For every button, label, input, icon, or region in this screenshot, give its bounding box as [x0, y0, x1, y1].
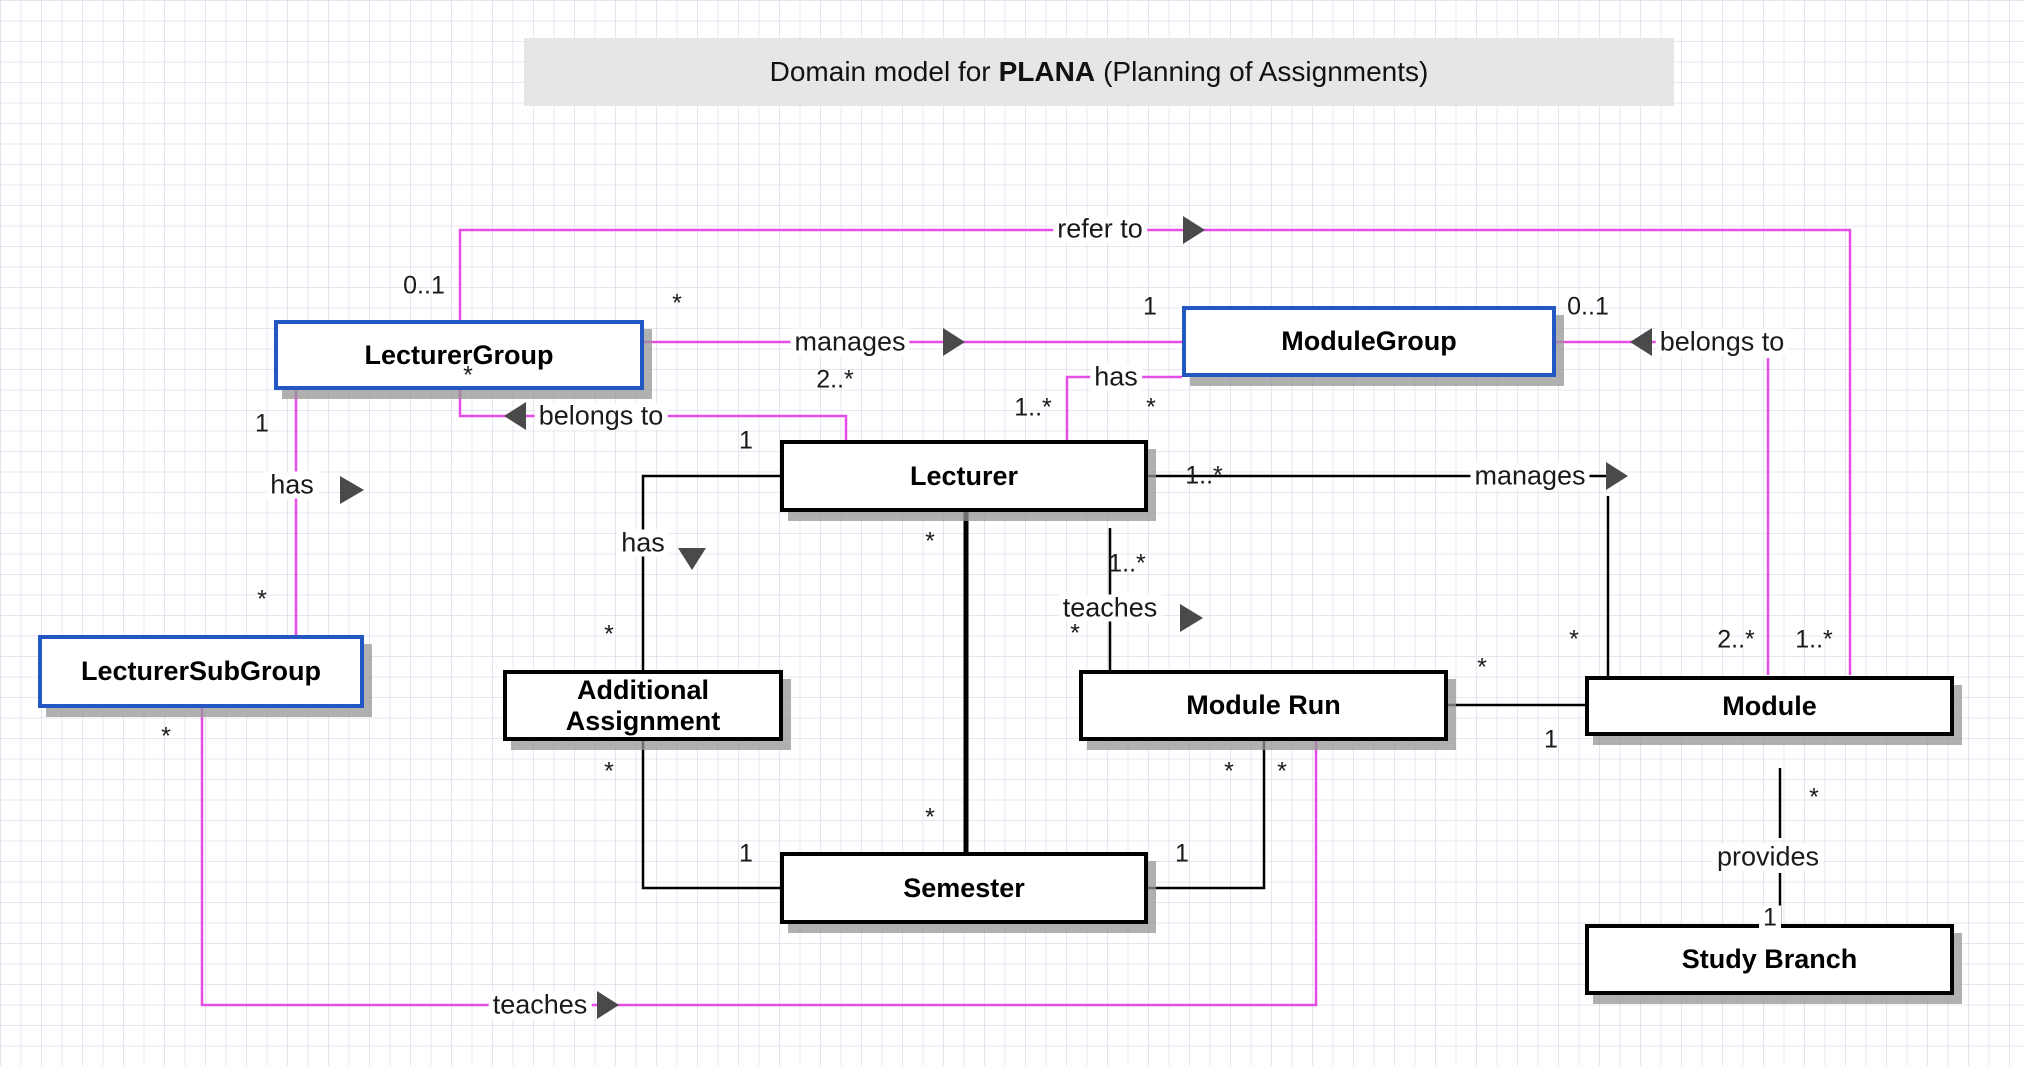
mult-sem-mr-1: 1 — [1175, 839, 1189, 868]
mult-add-star-bottom: * — [604, 757, 614, 786]
mult-belongs-lg-2: 2..* — [816, 365, 854, 394]
belongs-to-module-group-arrow-icon — [1630, 328, 1652, 356]
mult-module-manages-star: * — [1569, 625, 1579, 654]
mult-sub-star-bottom: * — [161, 722, 171, 751]
class-module[interactable]: Module — [1585, 676, 1954, 736]
mult-lec-teaches-1n: 1..* — [1108, 549, 1146, 578]
mult-manages-mg: 1 — [1143, 292, 1157, 321]
class-study-branch[interactable]: Study Branch — [1585, 924, 1954, 995]
label-provides: provides — [1712, 843, 1824, 871]
class-lecturer[interactable]: Lecturer — [780, 440, 1148, 512]
mult-add-sem-1: 1 — [739, 839, 753, 868]
mult-lg-star: * — [463, 361, 473, 390]
mult-mr-module-1: 1 — [1544, 725, 1558, 754]
has-subgroup-arrow-icon — [340, 476, 364, 504]
mult-belongs-mg: 0..1 — [1567, 292, 1609, 321]
mult-refer-to-lg: 0..1 — [403, 271, 445, 300]
mult-sem-star: * — [925, 803, 935, 832]
label-has-module-group: has — [1090, 363, 1142, 391]
class-lecturer-group[interactable]: LecturerGroup — [274, 320, 644, 390]
mult-mr-star-b: * — [1277, 757, 1287, 786]
label-has-additional: has — [617, 529, 669, 557]
refer-to-line — [458, 228, 1852, 675]
mult-has-mg-star: * — [1146, 393, 1156, 422]
label-refer-to: refer to — [1053, 215, 1147, 243]
refer-to-arrow-icon — [1183, 216, 1205, 244]
class-module-run[interactable]: Module Run — [1079, 670, 1448, 741]
has-additional-line — [641, 474, 780, 670]
mult-has-mg-1n: 1..* — [1014, 393, 1052, 422]
additional-semester-line — [641, 740, 780, 890]
manages-module-arrow-icon — [1606, 462, 1628, 490]
class-semester[interactable]: Semester — [780, 852, 1148, 924]
label-manages-group: manages — [790, 328, 910, 356]
class-additional-assignment[interactable]: Additional Assignment — [503, 670, 783, 741]
class-lecturer-sub-group[interactable]: LecturerSubGroup — [38, 635, 364, 708]
mult-module-1n: 1..* — [1795, 625, 1833, 654]
label-manages-module: manages — [1470, 462, 1590, 490]
manages-arrow-icon — [943, 328, 965, 356]
mult-study-branch-1: 1 — [1759, 905, 1781, 931]
teaches-module-run-arrow-icon — [1180, 604, 1203, 632]
mult-belongs-lec-1: 1 — [739, 426, 753, 455]
has-module-group-line — [1065, 375, 1182, 440]
class-module-group[interactable]: ModuleGroup — [1182, 306, 1556, 377]
mult-add-star-top: * — [604, 620, 614, 649]
has-additional-arrow-icon — [678, 548, 706, 570]
mult-sub-star-top: * — [257, 585, 267, 614]
mult-mr-teaches-star: * — [1070, 619, 1080, 648]
label-teaches-subgroup: teaches — [488, 991, 592, 1019]
mult-manages-lg: * — [672, 289, 682, 318]
title-bold: PLANA — [998, 56, 1096, 87]
label-teaches-module-run: teaches — [1058, 594, 1162, 622]
semester-module-run-line — [1148, 740, 1266, 890]
belongs-to-lecturer-group-arrow-icon — [504, 402, 526, 430]
diagram-title: Domain model for PLANA (Planning of Assi… — [524, 38, 1674, 106]
mult-module-2n: 2..* — [1717, 625, 1755, 654]
title-suffix: (Planning of Assignments) — [1103, 56, 1429, 87]
mult-lec-manages-1n: 1..* — [1185, 461, 1223, 490]
label-belongs-to-lecturer-group: belongs to — [534, 402, 668, 430]
label-belongs-to-module-group: belongs to — [1655, 328, 1789, 356]
title-prefix: Domain model for — [769, 56, 991, 87]
mult-lec-semester-star: * — [925, 527, 935, 556]
label-has-subgroup: has — [266, 471, 318, 499]
mult-mr-star-a: * — [1224, 757, 1234, 786]
mult-lg-has-1: 1 — [255, 409, 269, 438]
mult-mr-module-star: * — [1477, 653, 1487, 682]
teaches-subgroup-arrow-icon — [597, 991, 619, 1019]
teaches-subgroup-line — [200, 708, 1318, 1007]
mult-module-provides-star: * — [1809, 783, 1819, 812]
